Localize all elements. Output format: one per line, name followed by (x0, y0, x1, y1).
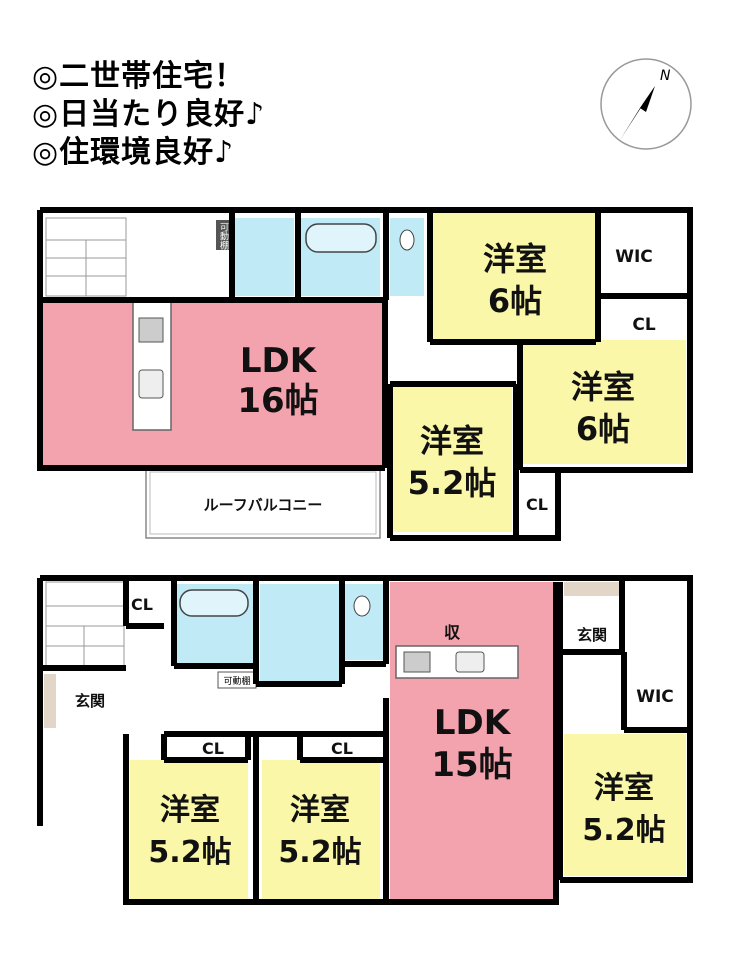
toilet-icon (399, 229, 415, 251)
wic-2f: WIC (615, 247, 653, 267)
floor-1: 可動棚 (37, 575, 693, 905)
bedroom-1f-b (262, 760, 380, 900)
bedroom-1f-b-size: 5.2帖 (278, 835, 361, 870)
entrance-1f-right-label: 玄関 (577, 626, 607, 644)
bedroom-1f-a (130, 760, 248, 900)
north-arrow-icon: N (600, 58, 692, 150)
ldk-1f-name: LDK (434, 703, 512, 743)
north-label: N (660, 68, 671, 84)
sink-1f-icon (455, 651, 485, 673)
balcony-label: ルーフバルコニー (204, 496, 323, 514)
bedroom-2f-b-name: 洋室 (571, 368, 635, 406)
bedroom-1f-c-size: 5.2帖 (582, 813, 665, 848)
closet-1f-b: CL (202, 739, 224, 758)
walls-2f (37, 207, 693, 541)
headline-line-3: ◎住環境良好♪ (32, 135, 235, 170)
stove-icon (138, 317, 164, 343)
floor-2: 可動棚 LDK 16帖 洋室 6帖 洋室 (37, 207, 693, 541)
bedroom-1f-c-name: 洋室 (594, 771, 654, 806)
washroom-2f (234, 218, 294, 296)
movable-shelf-label-1f: 可動棚 (223, 675, 250, 687)
walls-1f (37, 575, 693, 905)
toilet-1f-icon (353, 595, 371, 617)
storage-1f: 収 (444, 623, 461, 642)
closet-1f-a: CL (131, 595, 153, 614)
movable-shelf-label-2f: 可動棚 (218, 222, 229, 250)
bedroom-2f-a-name: 洋室 (483, 240, 547, 278)
roof-balcony (145, 467, 381, 539)
headline-line-2: ◎日当たり良好♪ (32, 97, 266, 132)
wic-1f: WIC (636, 687, 674, 707)
bedroom-2f-c-size: 5.2帖 (408, 464, 497, 502)
washroom-1f (260, 584, 340, 682)
ldk-2f-size: 16帖 (237, 381, 318, 421)
entrance-1f-left (44, 674, 122, 728)
closet-2f-a: CL (632, 315, 655, 335)
headline: ◎二世帯住宅！ ◎日当たり良好♪ ◎住環境良好♪ (32, 58, 265, 172)
bedroom-2f-c (392, 386, 512, 532)
ldk-2f-name: LDK (240, 341, 318, 381)
bedroom-1f-c (564, 734, 686, 876)
sink-icon (138, 369, 164, 399)
headline-line-1: ◎二世帯住宅！ (32, 59, 246, 94)
bedroom-2f-b (520, 340, 686, 464)
bedroom-1f-b-name: 洋室 (290, 793, 350, 828)
entrance-1f-left-label: 玄関 (75, 692, 105, 710)
closet-1f-c: CL (331, 739, 353, 758)
stove-1f-icon (403, 651, 431, 673)
movable-shelf-2f (216, 220, 230, 250)
bedroom-2f-a (432, 210, 596, 340)
ldk-1f (390, 582, 556, 902)
stairs-2f (45, 217, 127, 297)
bedroom-1f-a-size: 5.2帖 (148, 835, 231, 870)
bedroom-2f-c-name: 洋室 (420, 422, 484, 460)
ldk-2f (40, 300, 385, 468)
bedroom-2f-a-size: 6帖 (488, 282, 542, 320)
bathtub-icon (305, 223, 377, 253)
ldk-1f-size: 15帖 (431, 745, 512, 785)
bedroom-2f-b-size: 6帖 (576, 410, 630, 448)
bathtub-1f-icon (179, 589, 249, 617)
closet-2f-b: CL (526, 495, 548, 514)
toilet-1f (344, 584, 384, 660)
bedroom-1f-a-name: 洋室 (160, 793, 220, 828)
stairs-1f (45, 581, 125, 667)
